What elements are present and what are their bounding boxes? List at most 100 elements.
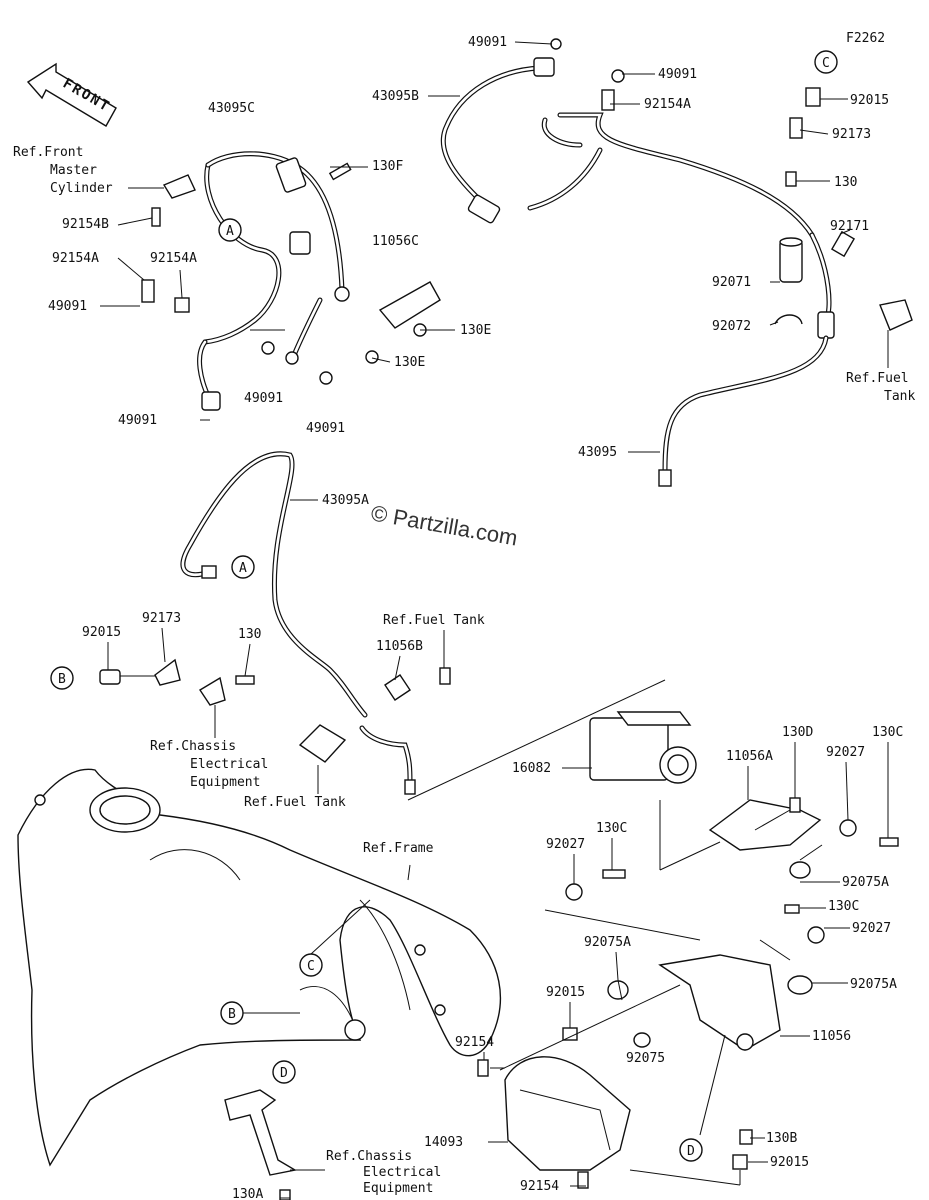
grommet-92027-m[interactable]	[565, 883, 583, 901]
leader-lines	[100, 41, 851, 1199]
fitting-92015-tr[interactable]	[805, 87, 821, 107]
label-ref-fuel-tank-bottom: Ref.Fuel Tank	[244, 795, 346, 810]
sleeve-92171[interactable]	[830, 230, 856, 258]
damper-92075A-r1[interactable]	[789, 861, 811, 879]
label-43095A: 43095A	[322, 493, 369, 508]
label-130F: 130F	[372, 159, 403, 174]
hose-43095B[interactable]	[440, 57, 603, 224]
label-92015-mid: 92015	[546, 985, 585, 1000]
label-92072: 92072	[712, 319, 751, 334]
callout-D-left-text: D	[280, 1066, 288, 1081]
bracket-ref-fuel-tank-b[interactable]	[298, 724, 347, 763]
bolt-130C-m[interactable]	[602, 869, 626, 879]
label-92171: 92171	[830, 219, 869, 234]
label-43095C: 43095C	[208, 101, 255, 116]
hose-43095A[interactable]	[180, 451, 416, 795]
bolt-130B[interactable]	[739, 1129, 753, 1145]
callout-B-bottom: B	[220, 1001, 244, 1025]
callout-A-mid: A	[231, 555, 255, 579]
clip-92072[interactable]	[774, 314, 803, 325]
label-92154A-top: 92154A	[644, 97, 691, 112]
bracket-11056C[interactable]	[365, 281, 441, 364]
label-49091-top: 49091	[468, 35, 507, 50]
bracket-ref-chassis[interactable]	[199, 676, 226, 706]
washer-49091-right[interactable]	[611, 69, 625, 83]
damper-92075A-r2[interactable]	[787, 975, 813, 995]
damper-92075[interactable]	[633, 1032, 651, 1048]
label-92075A-right2: 92075A	[850, 977, 897, 992]
callout-D-left: D	[272, 1060, 296, 1084]
label-92027-right2: 92027	[852, 921, 891, 936]
callout-B-left-text: B	[58, 672, 66, 687]
damper-92075A-m[interactable]	[607, 980, 629, 1000]
collar-92015-b[interactable]	[732, 1154, 748, 1170]
label-130-tr: 130	[834, 175, 857, 190]
label-ref-front-master-3: Cylinder	[50, 181, 113, 196]
label-ref-fuel-tank-r2: Tank	[884, 389, 915, 404]
washer-49091-c[interactable]	[319, 371, 333, 385]
label-11056: 11056	[812, 1029, 851, 1044]
cover-14093[interactable]	[504, 1056, 631, 1171]
bolt-92154A-top[interactable]	[601, 89, 615, 111]
bolt-130F[interactable]	[328, 162, 352, 181]
label-130B: 130B	[766, 1131, 797, 1146]
bolt-130-l[interactable]	[235, 675, 255, 685]
label-ref-frame: Ref.Frame	[363, 841, 434, 856]
bracket-11056[interactable]	[658, 954, 781, 1051]
label-ref-chassis-2: Electrical	[190, 757, 268, 772]
callout-C-frame-text: C	[307, 959, 315, 974]
bracket-ref-chassis-b[interactable]	[224, 1089, 297, 1176]
sleeve-92071[interactable]	[779, 237, 803, 283]
bolt-130C-r[interactable]	[879, 837, 899, 847]
fitting-92015-l[interactable]	[99, 669, 121, 685]
label-ref-chassis-b2: Electrical	[363, 1165, 441, 1180]
label-92075: 92075	[626, 1051, 665, 1066]
callout-A-top: A	[218, 218, 242, 242]
collar-92015-m[interactable]	[562, 1027, 578, 1041]
washer-49091-top[interactable]	[550, 38, 562, 50]
bolt-130D[interactable]	[789, 797, 801, 813]
label-49091-mid2: 49091	[306, 421, 345, 436]
frame-ref	[17, 768, 502, 1167]
label-92154-mid: 92154	[455, 1035, 494, 1050]
bolt-ref-fuel-tank[interactable]	[439, 667, 451, 685]
bolt-130C-r2[interactable]	[784, 904, 800, 914]
bracket-11056B[interactable]	[384, 674, 411, 701]
bracket-11056A[interactable]	[708, 799, 822, 851]
label-ref-front-master-2: Master	[50, 163, 97, 178]
label-92154-bottom: 92154	[520, 1179, 559, 1194]
bracket-ref-fuel-tank-r[interactable]	[879, 299, 913, 331]
washer-49091-a[interactable]	[261, 341, 275, 355]
label-130C-right2: 130C	[828, 899, 859, 914]
label-49091-left: 49091	[48, 299, 87, 314]
clamp-92173-tr[interactable]	[789, 117, 803, 139]
abs-unit-16082[interactable]	[589, 711, 697, 784]
grommet-92027-r[interactable]	[839, 819, 857, 837]
hose-43095[interactable]	[541, 112, 835, 487]
bolt-130A[interactable]	[279, 1189, 291, 1200]
label-92015-left: 92015	[82, 625, 121, 640]
bolt-92154-m[interactable]	[477, 1059, 489, 1077]
bolt-92154-b[interactable]	[577, 1171, 589, 1189]
label-130A: 130A	[232, 1187, 263, 1200]
bolt-92154B[interactable]	[151, 174, 196, 227]
label-130C-mid: 130C	[596, 821, 627, 836]
hose-43095C[interactable]	[197, 151, 350, 411]
label-92015-bottom: 92015	[770, 1155, 809, 1170]
washer-49091-b[interactable]	[285, 351, 299, 365]
label-ref-chassis-1: Ref.Chassis	[150, 739, 236, 754]
label-43095B: 43095B	[372, 89, 419, 104]
clamp-92173-l[interactable]	[154, 658, 181, 686]
label-ref-fuel-tank-r1: Ref.Fuel	[846, 371, 909, 386]
bolt-130-tr[interactable]	[785, 171, 797, 187]
label-92154A-left: 92154A	[150, 251, 197, 266]
grommet-92027-r2[interactable]	[807, 926, 825, 944]
label-130D: 130D	[782, 725, 813, 740]
label-92071: 92071	[712, 275, 751, 290]
label-49091-bottomleft: 49091	[118, 413, 157, 428]
callout-D-right: D	[679, 1138, 703, 1162]
callout-C-top-text: C	[822, 56, 830, 71]
label-49091-right: 49091	[658, 67, 697, 82]
callout-D-right-text: D	[687, 1144, 695, 1159]
label-11056B: 11056B	[376, 639, 423, 654]
